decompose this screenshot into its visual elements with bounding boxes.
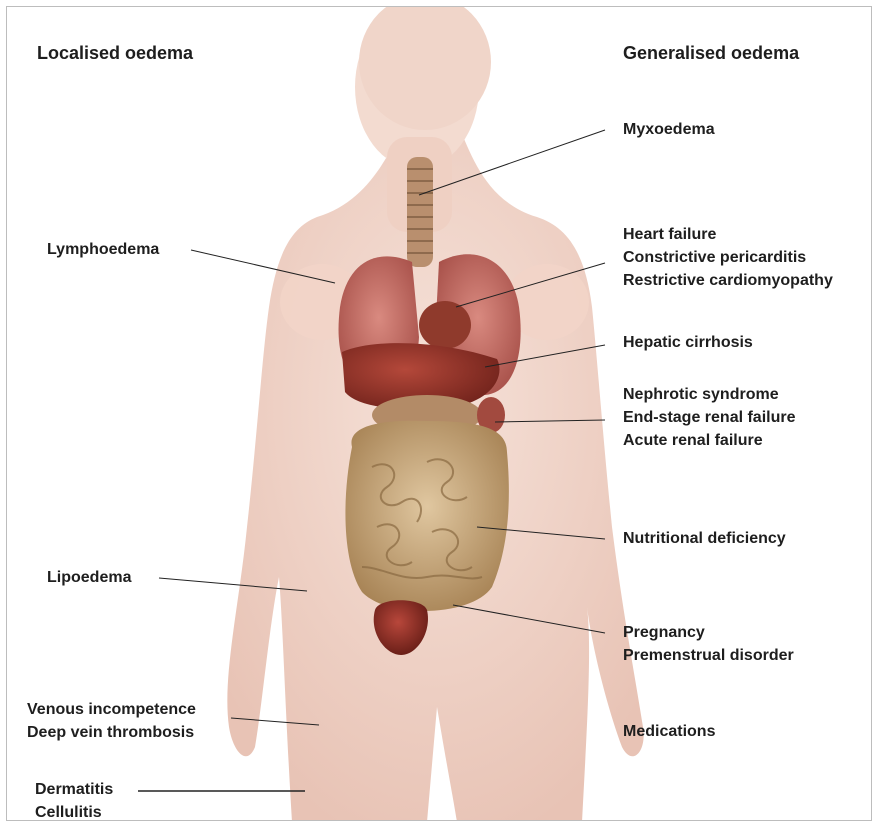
figure-frame: Localised oedema Generalised oedema Myxo… bbox=[6, 6, 872, 821]
label-venous-group: Venous incompetence Deep vein thrombosis bbox=[27, 698, 196, 744]
label-constrictive-pericarditis: Constrictive pericarditis bbox=[623, 246, 833, 269]
heart bbox=[419, 301, 471, 349]
label-myxoedema: Myxoedema bbox=[623, 118, 715, 141]
label-hepatic-cirrhosis: Hepatic cirrhosis bbox=[623, 331, 753, 354]
header-localised: Localised oedema bbox=[37, 42, 193, 65]
label-lymphoedema: Lymphoedema bbox=[47, 238, 159, 261]
label-acute-renal-failure: Acute renal failure bbox=[623, 429, 796, 452]
label-end-stage-renal-failure: End-stage renal failure bbox=[623, 406, 796, 429]
label-nutritional-deficiency: Nutritional deficiency bbox=[623, 527, 786, 550]
label-pregnancy-group: Pregnancy Premenstrual disorder bbox=[623, 621, 794, 667]
label-deep-vein-thrombosis: Deep vein thrombosis bbox=[27, 721, 196, 744]
label-dermatitis: Dermatitis bbox=[35, 778, 113, 801]
intestines bbox=[345, 421, 508, 611]
label-lipoedema: Lipoedema bbox=[47, 566, 131, 589]
label-pregnancy: Pregnancy bbox=[623, 621, 794, 644]
label-cellulitis: Cellulitis bbox=[35, 801, 113, 821]
label-venous-incompetence: Venous incompetence bbox=[27, 698, 196, 721]
label-skin-group: Dermatitis Cellulitis bbox=[35, 778, 113, 821]
label-renal-group: Nephrotic syndrome End-stage renal failu… bbox=[623, 383, 796, 452]
header-generalised: Generalised oedema bbox=[623, 42, 799, 65]
label-medications: Medications bbox=[623, 720, 715, 743]
label-nephrotic-syndrome: Nephrotic syndrome bbox=[623, 383, 796, 406]
trachea bbox=[407, 157, 433, 267]
label-heart-failure: Heart failure bbox=[623, 223, 833, 246]
label-cardiac-group: Heart failure Constrictive pericarditis … bbox=[623, 223, 833, 292]
label-restrictive-cardiomyopathy: Restrictive cardiomyopathy bbox=[623, 269, 833, 292]
label-premenstrual-disorder: Premenstrual disorder bbox=[623, 644, 794, 667]
